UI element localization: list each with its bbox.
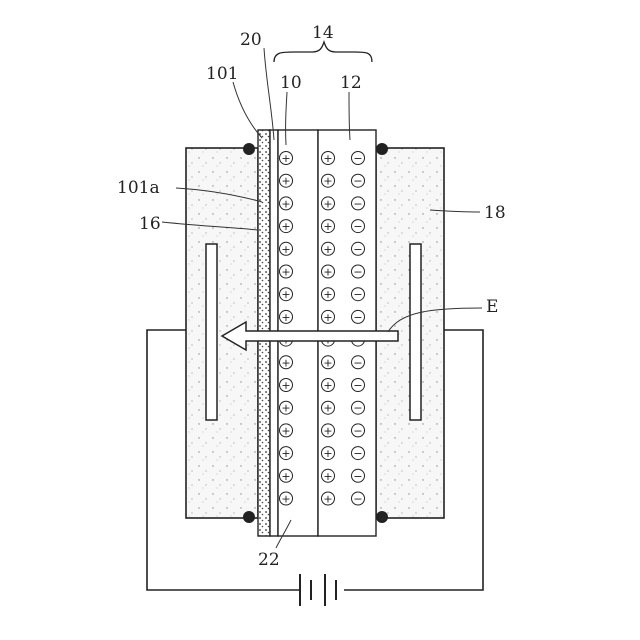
charge-plus-left: + (281, 197, 290, 210)
charge-minus-right: − (353, 175, 362, 188)
charge-plus-left: + (281, 266, 290, 279)
label-12: 12 (340, 73, 362, 93)
charge-minus-right: − (353, 288, 362, 301)
charge-plus-middle: + (323, 152, 332, 165)
label-14: 14 (312, 23, 334, 43)
charge-plus-left: + (281, 493, 290, 506)
charge-plus-middle: + (323, 470, 332, 483)
charge-plus-left: + (281, 424, 290, 437)
label-22: 22 (258, 550, 280, 570)
label-101a: 101a (117, 178, 160, 198)
brace-14 (274, 42, 372, 62)
charge-plus-middle: + (323, 447, 332, 460)
charge-minus-right: − (353, 493, 362, 506)
charge-plus-middle: + (323, 356, 332, 369)
charge-plus-left: + (281, 220, 290, 233)
label-10: 10 (280, 73, 302, 93)
charge-plus-left: + (281, 175, 290, 188)
charge-plus-left: + (281, 311, 290, 324)
contact-dot-icon (376, 143, 388, 155)
charge-minus-right: − (353, 379, 362, 392)
charge-minus-right: − (353, 470, 362, 483)
charge-minus-right: − (353, 424, 362, 437)
charge-minus-right: − (353, 197, 362, 210)
charge-plus-middle: + (323, 402, 332, 415)
charge-plus-left: + (281, 447, 290, 460)
contact-dot-icon (243, 511, 255, 523)
label-101: 101 (206, 64, 238, 84)
charge-plus-middle: + (323, 243, 332, 256)
charge-plus-left: + (281, 356, 290, 369)
charge-minus-right: − (353, 447, 362, 460)
battery-icon (300, 574, 336, 606)
right-electrode-bar (410, 244, 421, 420)
label-20: 20 (240, 30, 262, 50)
charge-plus-left: + (281, 243, 290, 256)
charge-minus-right: − (353, 266, 362, 279)
charge-plus-left: + (281, 379, 290, 392)
charge-plus-left: + (281, 470, 290, 483)
charge-plus-middle: + (323, 197, 332, 210)
charge-plus-middle: + (323, 424, 332, 437)
charge-plus-left: + (281, 288, 290, 301)
charge-plus-middle: + (323, 175, 332, 188)
charge-minus-right: − (353, 356, 362, 369)
charge-minus-right: − (353, 311, 362, 324)
charge-plus-left: + (281, 402, 290, 415)
charge-minus-right: − (353, 220, 362, 233)
charge-plus-middle: + (323, 266, 332, 279)
label-E: E (486, 297, 498, 317)
charge-plus-middle: + (323, 379, 332, 392)
charge-plus-middle: + (323, 288, 332, 301)
label-16: 16 (139, 214, 161, 234)
left-electrode-bar (206, 244, 217, 420)
charge-plus-middle: + (323, 311, 332, 324)
charge-plus-middle: + (323, 220, 332, 233)
charge-minus-right: − (353, 152, 362, 165)
charge-minus-right: − (353, 243, 362, 256)
charge-plus-left: + (281, 152, 290, 165)
charge-plus-middle: + (323, 493, 332, 506)
contact-dot-icon (376, 511, 388, 523)
charge-minus-right: − (353, 402, 362, 415)
contact-dot-icon (243, 143, 255, 155)
label-18: 18 (484, 203, 506, 223)
